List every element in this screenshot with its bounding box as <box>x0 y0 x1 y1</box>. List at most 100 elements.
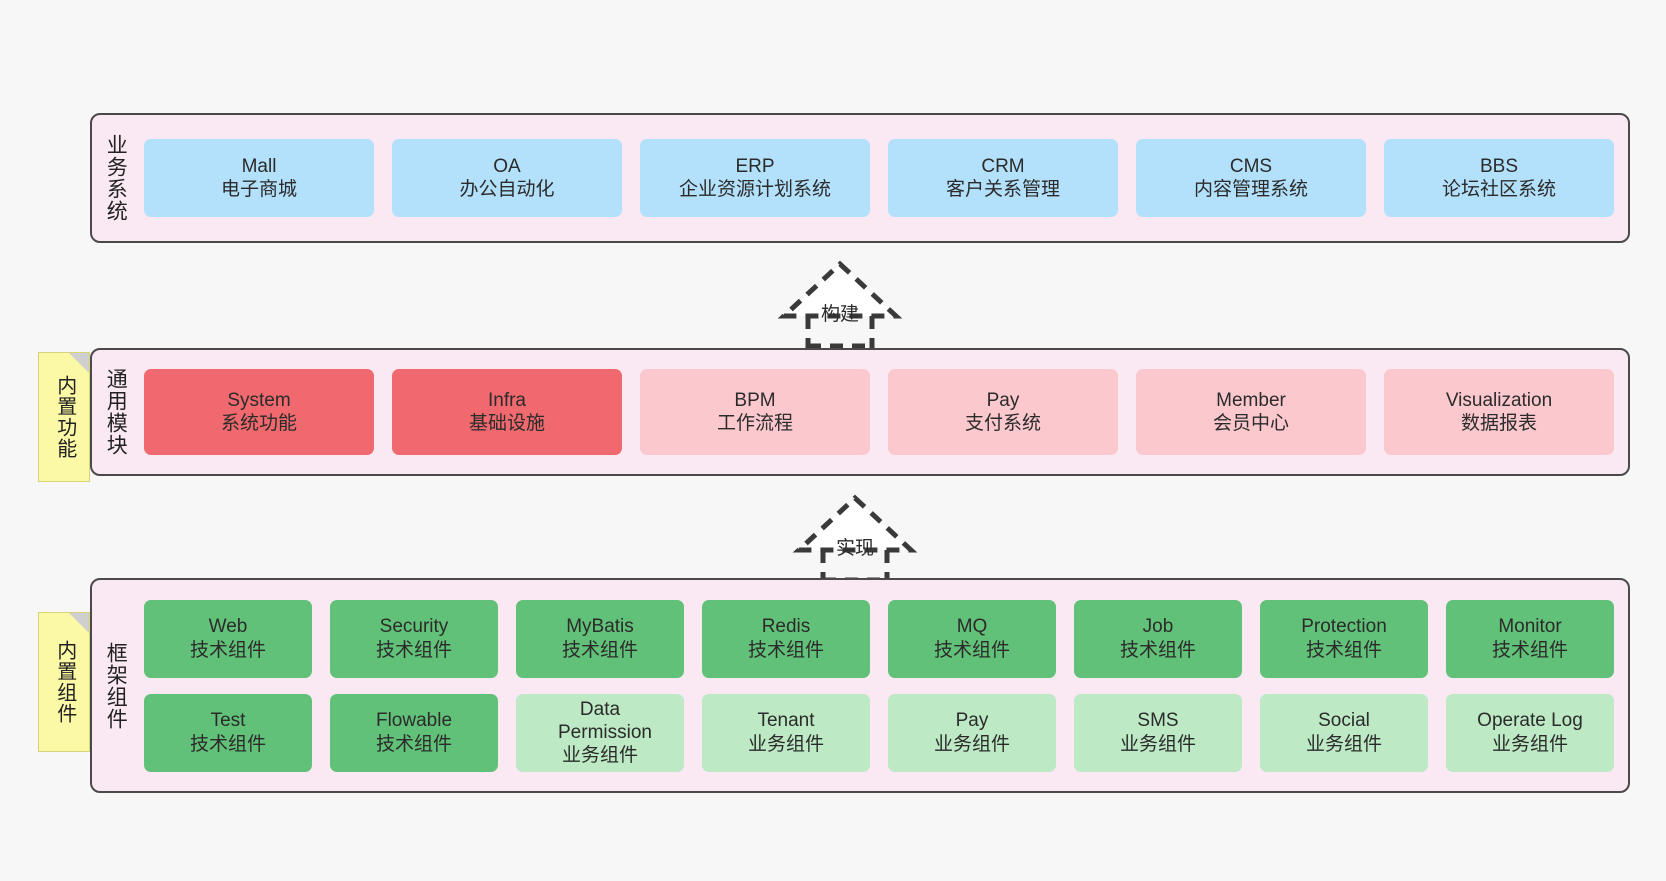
card-subtitle: 业务组件 <box>1305 733 1382 755</box>
card-tenant[interactable]: Tenant 业务组件 <box>702 693 870 772</box>
arrowhead-triangle <box>777 260 903 319</box>
card-title: Test <box>210 710 246 732</box>
card-title: BPM <box>734 389 776 411</box>
card-infra[interactable]: Infra 基础设施 <box>392 369 622 455</box>
card-bbs[interactable]: BBS 论坛社区系统 <box>1384 139 1614 217</box>
card-system[interactable]: System 系统功能 <box>144 369 374 455</box>
note-label: 内置组件 <box>53 640 76 724</box>
card-subtitle: 业务组件 <box>1491 733 1568 755</box>
card-subtitle: 系统功能 <box>220 413 297 434</box>
arrow-build: 构建 <box>760 258 920 348</box>
card-title: Job <box>1142 616 1174 638</box>
arrow-label-build: 构建 <box>820 304 860 325</box>
card-sms[interactable]: SMS 业务组件 <box>1074 693 1242 772</box>
card-title: MyBatis <box>566 616 634 638</box>
card-pay[interactable]: Pay 支付系统 <box>888 369 1118 455</box>
card-subtitle: 会员中心 <box>1212 413 1289 434</box>
card-subtitle: 技术组件 <box>933 639 1010 661</box>
card-title: Infra <box>487 389 527 411</box>
card-title: Social <box>1318 710 1370 732</box>
card-redis[interactable]: Redis 技术组件 <box>702 599 870 678</box>
card-row: Mall 电子商城 OA 办公自动化 ERP 企业资源计划系统 CRM 客户关系… <box>144 139 1614 217</box>
card-title: Flowable <box>375 710 453 732</box>
card-mq[interactable]: MQ 技术组件 <box>888 599 1056 678</box>
card-operate-log[interactable]: Operate Log 业务组件 <box>1446 693 1614 772</box>
card-data-permission[interactable]: Data Permission 业务组件 <box>516 693 684 772</box>
card-subtitle: 数据报表 <box>1460 413 1537 434</box>
card-subtitle: 论坛社区系统 <box>1441 179 1556 200</box>
layer-title-framework: 框架组件 <box>104 641 128 730</box>
card-title: CMS <box>1229 155 1273 177</box>
note-builtin-features: 内置功能 <box>38 352 90 482</box>
card-title: Operate Log <box>1477 710 1583 732</box>
card-subtitle: 企业资源计划系统 <box>678 179 831 200</box>
card-social[interactable]: Social 业务组件 <box>1260 693 1428 772</box>
card-subtitle: 支付系统 <box>964 413 1041 434</box>
card-title: Tenant <box>757 710 815 732</box>
card-subtitle: 办公自动化 <box>459 179 555 200</box>
card-web[interactable]: Web 技术组件 <box>144 599 312 678</box>
card-title: Mall <box>241 155 277 177</box>
card-row: Test 技术组件 Flowable 技术组件 Data Permission … <box>144 693 1614 772</box>
card-subtitle: 业务组件 <box>1119 733 1196 755</box>
card-cms[interactable]: CMS 内容管理系统 <box>1136 139 1366 217</box>
card-flowable[interactable]: Flowable 技术组件 <box>330 693 498 772</box>
card-row: Web 技术组件 Security 技术组件 MyBatis 技术组件 Redi… <box>144 599 1614 678</box>
layer-body-framework: Web 技术组件 Security 技术组件 MyBatis 技术组件 Redi… <box>138 580 1628 791</box>
card-crm[interactable]: CRM 客户关系管理 <box>888 139 1118 217</box>
card-title: BBS <box>1479 155 1519 177</box>
card-title: MQ <box>956 616 988 638</box>
card-subtitle: 内容管理系统 <box>1193 179 1308 200</box>
card-subtitle: 技术组件 <box>1119 639 1196 661</box>
card-subtitle: 技术组件 <box>375 733 452 755</box>
card-pay-component[interactable]: Pay 业务组件 <box>888 693 1056 772</box>
card-protection[interactable]: Protection 技术组件 <box>1260 599 1428 678</box>
card-title: Pay <box>986 389 1020 411</box>
arrowhead-triangle <box>792 494 918 553</box>
card-visualization[interactable]: Visualization 数据报表 <box>1384 369 1614 455</box>
card-title: Security <box>379 616 449 638</box>
card-title: CRM <box>981 155 1025 177</box>
card-mybatis[interactable]: MyBatis 技术组件 <box>516 599 684 678</box>
layer-framework-components: 框架组件 Web 技术组件 Security 技术组件 MyBatis 技术组件… <box>90 578 1630 793</box>
card-erp[interactable]: ERP 企业资源计划系统 <box>640 139 870 217</box>
card-title: Visualization <box>1445 389 1553 411</box>
card-title: Data Permission <box>558 698 652 743</box>
card-subtitle: 技术组件 <box>747 639 824 661</box>
card-title: ERP <box>735 155 775 177</box>
card-subtitle: 业务组件 <box>561 745 638 767</box>
card-subtitle: 技术组件 <box>375 639 452 661</box>
card-subtitle: 电子商城 <box>220 179 297 200</box>
note-builtin-components: 内置组件 <box>38 612 90 752</box>
card-oa[interactable]: OA 办公自动化 <box>392 139 622 217</box>
card-row: System 系统功能 Infra 基础设施 BPM 工作流程 Pay 支付系统… <box>144 369 1614 455</box>
card-mall[interactable]: Mall 电子商城 <box>144 139 374 217</box>
card-title: Pay <box>955 710 989 732</box>
card-job[interactable]: Job 技术组件 <box>1074 599 1242 678</box>
arrow-implement: 实现 <box>775 492 935 582</box>
card-subtitle: 工作流程 <box>716 413 793 434</box>
card-title: SMS <box>1137 710 1179 732</box>
card-member[interactable]: Member 会员中心 <box>1136 369 1366 455</box>
card-bpm[interactable]: BPM 工作流程 <box>640 369 870 455</box>
card-title: System <box>227 389 291 411</box>
arrow-stem <box>805 316 875 348</box>
card-subtitle: 技术组件 <box>1491 639 1568 661</box>
card-security[interactable]: Security 技术组件 <box>330 599 498 678</box>
card-monitor[interactable]: Monitor 技术组件 <box>1446 599 1614 678</box>
card-test[interactable]: Test 技术组件 <box>144 693 312 772</box>
card-subtitle: 技术组件 <box>1305 639 1382 661</box>
card-title: Redis <box>761 616 811 638</box>
card-subtitle: 客户关系管理 <box>945 179 1060 200</box>
layer-title-business: 业务系统 <box>104 134 128 222</box>
card-subtitle: 技术组件 <box>189 733 266 755</box>
layer-body-business: Mall 电子商城 OA 办公自动化 ERP 企业资源计划系统 CRM 客户关系… <box>138 115 1628 241</box>
card-title: Web <box>208 616 248 638</box>
card-subtitle: 基础设施 <box>468 413 545 434</box>
card-subtitle: 业务组件 <box>933 733 1010 755</box>
card-title: OA <box>493 155 521 177</box>
card-subtitle: 技术组件 <box>561 639 638 661</box>
arrow-label-implement: 实现 <box>835 538 875 559</box>
note-label: 内置功能 <box>53 375 76 459</box>
